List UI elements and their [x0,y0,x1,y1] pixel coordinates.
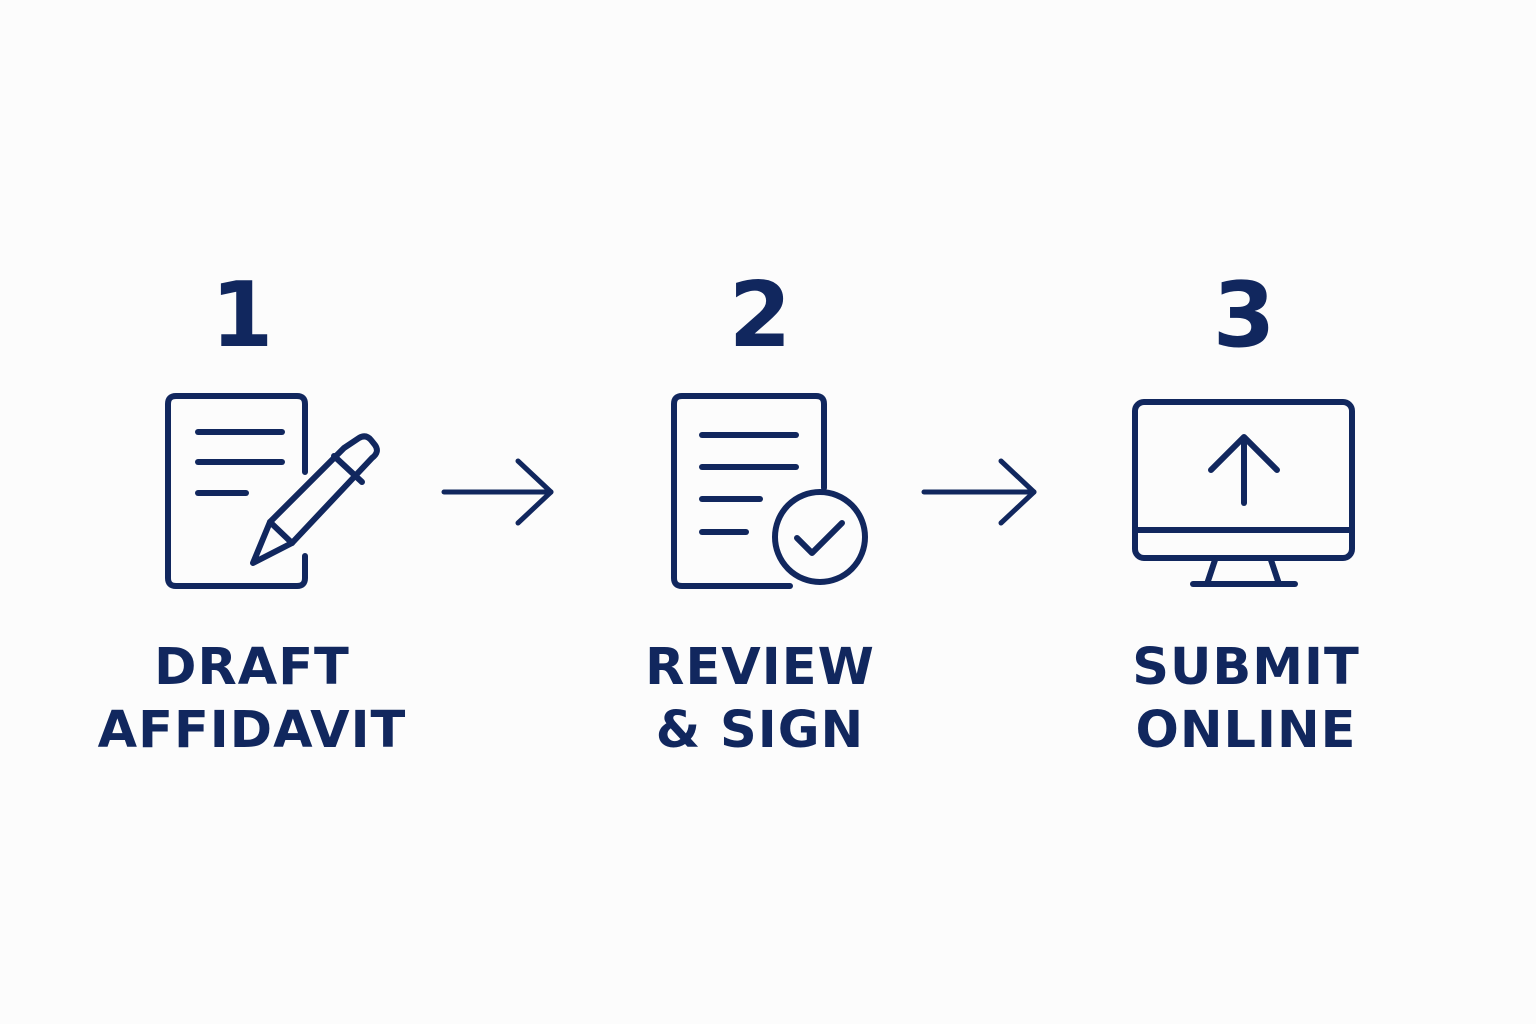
step-label-line: AFFIDAVIT [97,701,407,760]
step-number: 1 [210,263,274,368]
step-label-line: REVIEW [645,638,875,697]
step-label-line: DRAFT [154,638,350,697]
document-pencil-icon [165,393,380,589]
step-label: DRAFT AFFIDAVIT [72,636,432,762]
arrow-right-icon [441,458,554,526]
monitor-upload-icon [1132,399,1355,587]
arrow-right-icon [921,458,1037,526]
step-label-line: ONLINE [1135,701,1357,760]
step-label-line: & SIGN [655,701,865,760]
step-label-line: SUBMIT [1132,638,1360,697]
step-number: 3 [1212,263,1276,368]
step-label: REVIEW & SIGN [580,636,940,762]
step-number: 2 [728,263,792,368]
step-label: SUBMIT ONLINE [1066,636,1426,762]
document-check-icon [671,393,868,589]
